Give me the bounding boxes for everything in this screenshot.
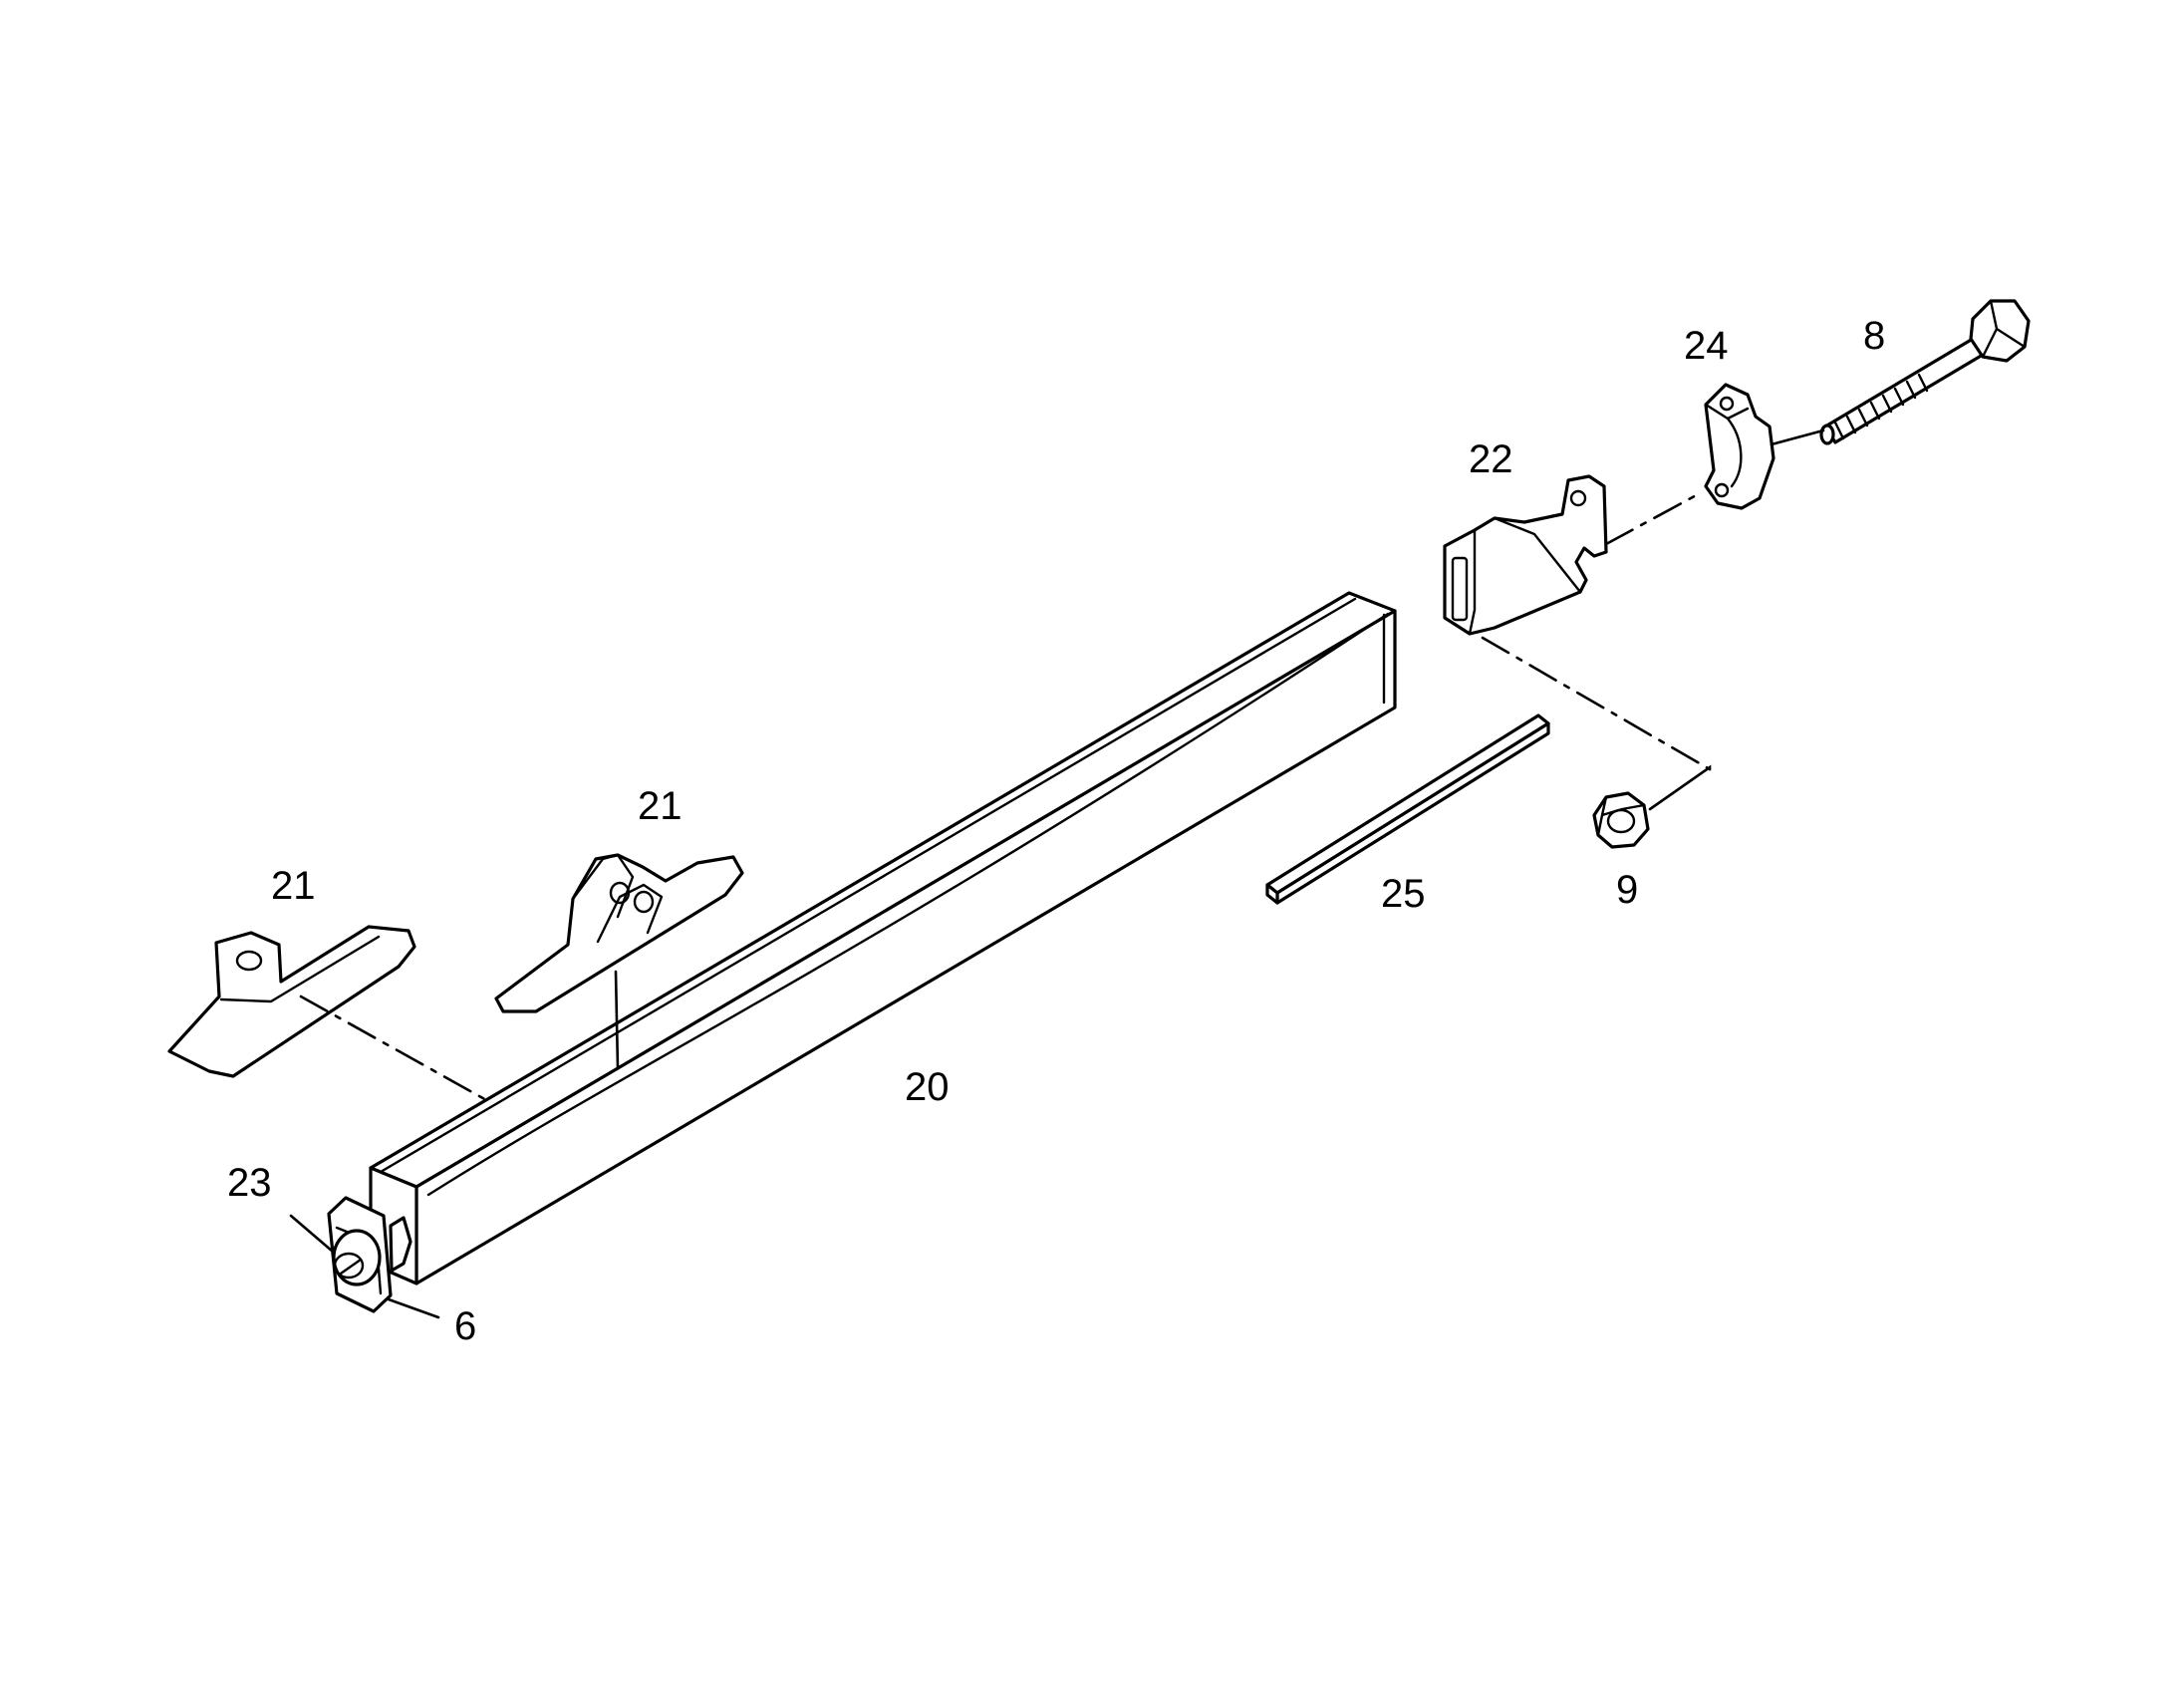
callout-21-right: 21 [638,784,682,828]
clamp-block-part-22 [1443,474,1608,636]
callout-24: 24 [1684,324,1729,368]
callout-20: 20 [905,1065,950,1109]
callout-25: 25 [1381,872,1426,916]
hex-nut-part-9 [1592,791,1650,849]
end-cap-part-23 [327,1196,412,1313]
callout-9: 9 [1616,868,1638,912]
assembly-leader-lines [289,428,1825,1319]
callout-22: 22 [1469,437,1513,481]
callout-6: 6 [454,1304,476,1348]
callout-21-left: 21 [271,864,316,908]
hex-bolt-part-8 [1819,299,2031,445]
plate-bracket-part-21-left [167,925,416,1078]
callout-labels: 8 24 22 21 21 25 9 20 23 6 [227,314,1885,1348]
callout-8: 8 [1863,314,1885,358]
callout-23: 23 [227,1161,272,1205]
clevis-bracket-part-21-right [494,853,744,1013]
key-bar-part-25 [1265,713,1550,905]
square-tube-part-20 [369,591,1397,1285]
clamp-half-part-24 [1704,383,1775,510]
